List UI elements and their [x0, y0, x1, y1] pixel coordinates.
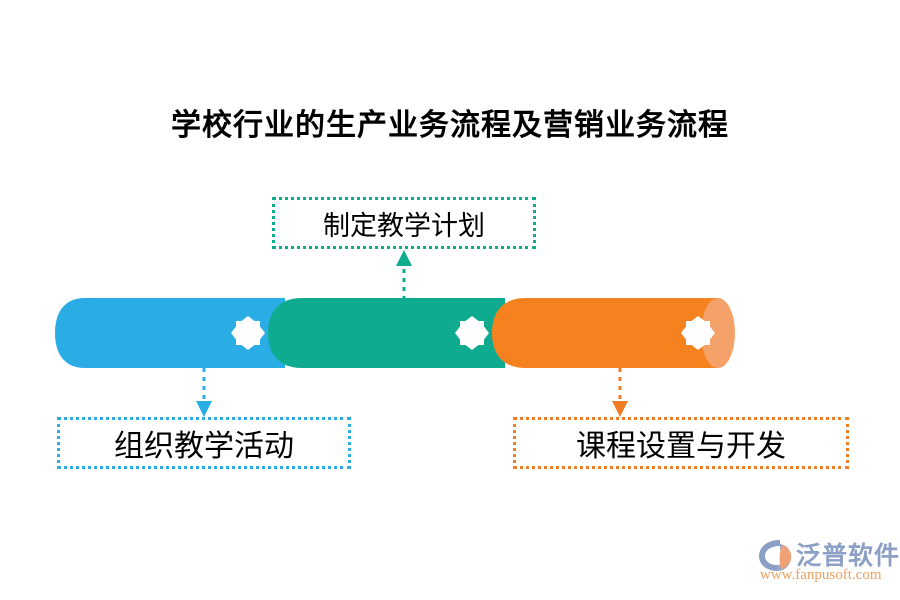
cylinder-segment-green — [268, 298, 505, 368]
cylinder-end-cap — [701, 298, 735, 368]
brand-logo: 泛普软件 www.fanpusoft.com — [758, 536, 899, 588]
flow-node-top-label: 制定教学计划 — [323, 210, 485, 241]
arrow-up-icon — [396, 250, 412, 266]
page-title: 学校行业的生产业务流程及营销业务流程 — [171, 109, 729, 142]
star-marker-orange — [681, 316, 715, 350]
cylinder-segment-orange — [492, 298, 735, 368]
process-cylinder-svg — [55, 298, 735, 368]
connector-top-teal — [396, 250, 412, 300]
star-marker-blue — [231, 316, 265, 350]
arrow-down-icon — [196, 401, 212, 417]
flow-node-top[interactable]: 制定教学计划 — [272, 197, 536, 249]
brand-logo-name: 泛普软件 — [796, 543, 900, 570]
flow-node-right[interactable]: 课程设置与开发 — [513, 417, 849, 469]
flow-node-left[interactable]: 组织教学活动 — [57, 417, 351, 469]
brand-logo-url: www.fanpusoft.com — [760, 567, 882, 583]
connector-left-blue — [196, 368, 212, 417]
fanpu-leaf-icon — [759, 540, 792, 571]
connector-right-orange — [612, 368, 628, 417]
cylinder-segment-blue — [55, 298, 285, 368]
arrow-down-icon — [612, 401, 628, 417]
star-marker-green — [455, 316, 489, 350]
process-cylinder-bar — [55, 298, 745, 368]
flow-node-right-label: 课程设置与开发 — [576, 430, 786, 463]
flow-node-left-label: 组织教学活动 — [114, 430, 294, 463]
